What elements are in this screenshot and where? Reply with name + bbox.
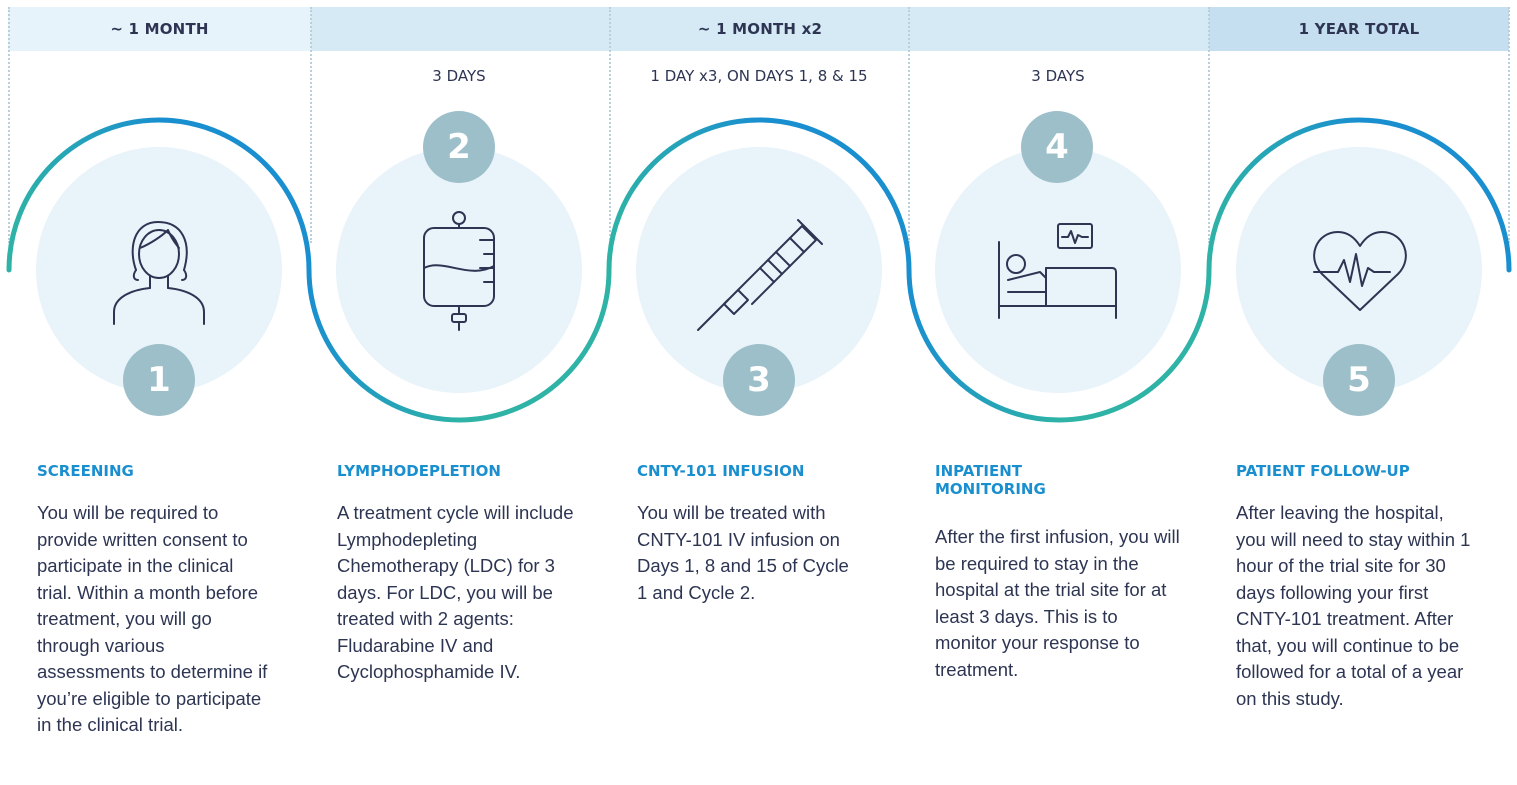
hospital-bed-icon	[998, 223, 1117, 319]
column-divider	[310, 7, 312, 243]
step-title-followup: PATIENT FOLLOW-UP	[1236, 462, 1410, 480]
iv-bag-icon	[423, 211, 495, 331]
column-divider	[1508, 7, 1510, 243]
heart-pulse-icon	[1313, 231, 1407, 311]
phase-band-treatment: ~ 1 MONTH x2	[311, 7, 1209, 51]
step-circle-2	[336, 147, 582, 393]
step-description-screening: You will be required to provide written …	[37, 502, 268, 735]
phase-label: ~ 1 MONTH x2	[697, 20, 823, 38]
column-divider	[609, 7, 611, 243]
step-description-followup: After leaving the hospital, you will nee…	[1236, 502, 1471, 709]
duration-label-step-4: 3 DAYS	[1031, 67, 1085, 85]
step-description-monitoring: After the first infusion, you will be re…	[935, 526, 1180, 680]
step-description-lymphodepletion: A treatment cycle will include Lymphodep…	[337, 502, 574, 682]
patient-icon	[113, 221, 205, 325]
step-circle-1	[36, 147, 282, 393]
step-number-badge-3: 3	[723, 344, 795, 416]
syringe-icon	[697, 219, 823, 331]
step-number-badge-4: 4	[1021, 111, 1093, 183]
phase-label: 1 YEAR TOTAL	[1298, 20, 1420, 38]
step-description-infusion: You will be treated with CNTY-101 IV inf…	[637, 502, 849, 603]
step-number-badge-5: 5	[1323, 344, 1395, 416]
phase-band-followup: 1 YEAR TOTAL	[1209, 7, 1509, 51]
step-title-screening: SCREENING	[37, 462, 134, 480]
step-title-lymphodepletion: LYMPHODEPLETION	[337, 462, 501, 480]
duration-label-step-2: 3 DAYS	[432, 67, 486, 85]
step-title-infusion: CNTY-101 INFUSION	[637, 462, 805, 480]
phase-band-screening: ~ 1 MONTH	[8, 7, 311, 51]
column-divider	[1208, 7, 1210, 243]
wave-line	[6, 117, 1512, 423]
phase-label: ~ 1 MONTH	[110, 20, 209, 38]
duration-label-step-3: 1 DAY x3, ON DAYS 1, 8 & 15	[650, 67, 868, 85]
step-number-badge-1: 1	[123, 344, 195, 416]
step-title-monitoring: INPATIENT MONITORING	[935, 462, 1046, 498]
column-divider	[908, 7, 910, 243]
column-divider	[8, 7, 10, 243]
step-number-badge-2: 2	[423, 111, 495, 183]
step-circle-4	[935, 147, 1181, 393]
